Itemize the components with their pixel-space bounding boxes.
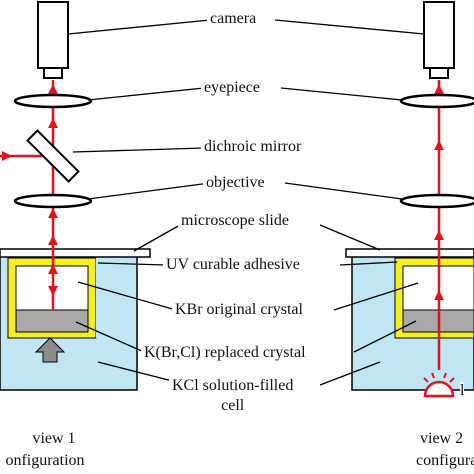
- microscope-slide-right: [345, 248, 474, 258]
- label-eyepiece: eyepiece: [201, 79, 263, 97]
- lamp-rays: [423, 372, 455, 383]
- caption-view2-line1: view 2: [420, 430, 464, 447]
- label-kcl-cell-line2: cell: [221, 397, 245, 414]
- beam-arrow-right-4: [434, 290, 444, 300]
- camera-left: [37, 1, 69, 69]
- eyepiece-right: [399, 93, 474, 109]
- beam-arrow-left-2: [48, 118, 58, 128]
- label-objective: objective: [203, 174, 268, 192]
- eyepiece-left: [13, 93, 93, 109]
- caption-view1-line2: onfiguration: [5, 452, 85, 469]
- replaced-crystal-left: [15, 309, 89, 333]
- caption-view1: view 1 onfiguration: [0, 428, 90, 472]
- label-microscope-slide: microscope slide: [178, 212, 292, 230]
- label-dichroic-mirror: dichroic mirror: [201, 138, 305, 156]
- lamp-icon: [423, 380, 455, 398]
- view1-setup: [0, 1, 151, 391]
- camera-right-lens: [429, 67, 449, 79]
- flow-arrow-icon: [34, 337, 66, 363]
- objective-left: [13, 193, 93, 209]
- leader-lines: [67, 19, 425, 386]
- caption-view1-line1: view 1: [32, 430, 76, 447]
- side-beam-arrow: [2, 151, 12, 161]
- beam-arrow-left-4: [48, 235, 58, 245]
- camera-right: [423, 1, 455, 69]
- beam-arrow-left-1: [48, 84, 58, 94]
- label-uv-adhesive: UV curable adhesive: [163, 256, 303, 274]
- label-kcl-cell-line1: KCl solution-filled: [172, 377, 294, 394]
- objective-right: [399, 193, 474, 209]
- beam-arrow-right-2: [434, 140, 444, 150]
- beam-arrow-left-5: [48, 286, 58, 296]
- beam-arrow-left-3: [48, 208, 58, 218]
- view2-setup: [345, 1, 474, 398]
- caption-view2-line2: configurati: [416, 452, 474, 469]
- label-kcl-cell: KCl solution-filled cell: [169, 376, 297, 416]
- camera-left-lens: [43, 67, 63, 79]
- beam-arrow-left-6: [48, 264, 58, 274]
- dichroic-mirror: [26, 129, 80, 183]
- beam-arrow-right-1: [434, 84, 444, 94]
- caption-view2: view 2 configurati: [416, 428, 474, 472]
- microscope-slide-left: [0, 248, 151, 258]
- label-replaced-crystal: K(Br,Cl) replaced crystal: [141, 344, 309, 362]
- cell-inner-left: [96, 258, 135, 338]
- beam-arrow-right-3: [434, 230, 444, 240]
- label-kbr-crystal: KBr original crystal: [172, 301, 306, 319]
- label-camera: camera: [207, 10, 260, 28]
- label-light-source: l: [460, 382, 465, 400]
